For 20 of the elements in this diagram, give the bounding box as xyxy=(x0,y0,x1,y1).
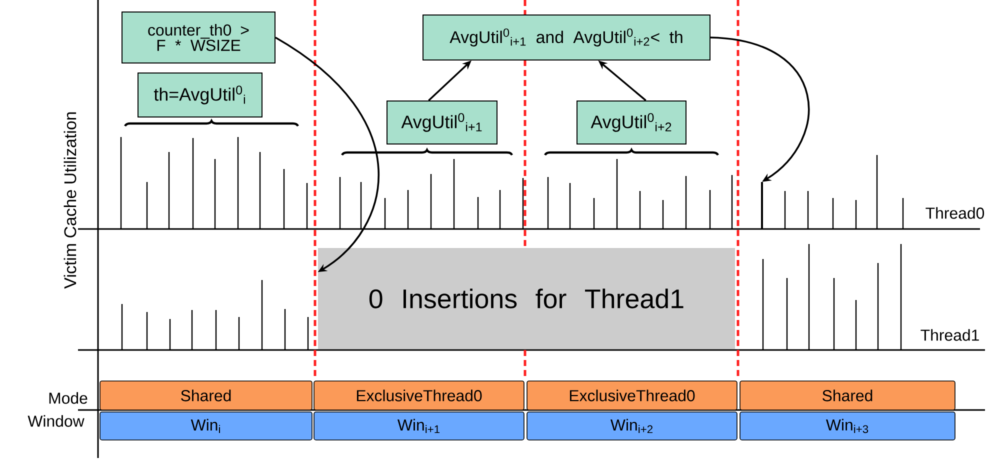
series-label: Thread1 xyxy=(920,329,979,341)
mode-bar: Shared xyxy=(100,380,312,410)
series-label: Thread0 xyxy=(926,207,984,219)
window-bar: Win$_{i+2}$ xyxy=(526,412,738,440)
mode-bar: ExclusiveThread0 xyxy=(526,380,738,410)
insertion-block: 0 Insertions for Thread1 xyxy=(318,248,735,349)
arrow xyxy=(710,36,810,182)
window-bar: Win$_{i}$ xyxy=(100,412,312,440)
row-label: Mode xyxy=(49,392,88,404)
formula-box: AvgUtil$^{0}$i+2 xyxy=(576,100,686,144)
mode-bar: ExclusiveThread0 xyxy=(314,380,524,410)
formula-box: th=AvgUtil$^{0}$i xyxy=(138,72,262,118)
window-bar: Win$_{i+1}$ xyxy=(314,412,524,440)
formula-box: AvgUtil$^{0}$$_{i+1}$ and AvgUtil$^{0}$$_{i+2}$< th xyxy=(422,14,710,60)
window-bar: Win$_{i+3}$ xyxy=(740,412,956,440)
axis-label: Victim Cache Utilization xyxy=(64,112,76,289)
row-label: Window xyxy=(28,415,84,427)
formula-box: AvgUtil$^{0}$i+1 xyxy=(386,100,498,144)
mode-bar: Shared xyxy=(740,380,956,410)
formula-box: counter_th0 > F * WSIZE xyxy=(122,12,276,64)
